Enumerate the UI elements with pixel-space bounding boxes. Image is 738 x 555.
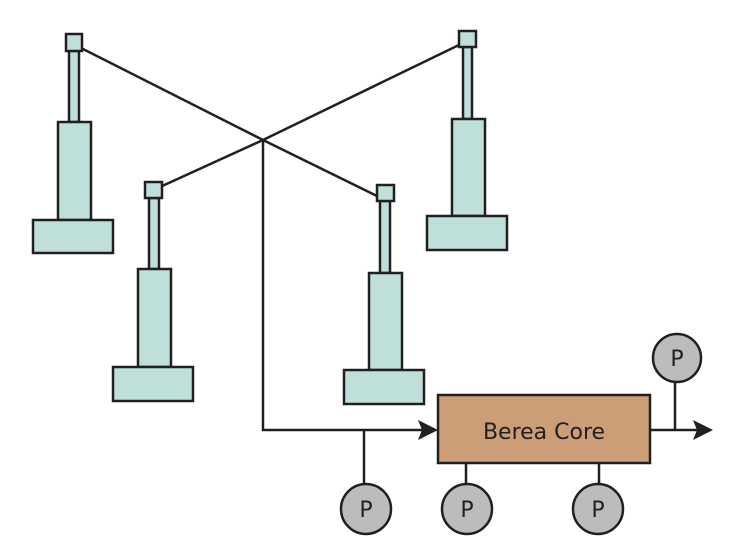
feed-line: [261, 140, 425, 432]
pump-2-body: [136, 267, 173, 369]
pump-1: [31, 32, 115, 255]
core-label: Berea Core: [483, 420, 605, 445]
pump-4-base: [425, 214, 509, 252]
gauge-circle: [651, 332, 703, 384]
pump-1-cap: [64, 32, 84, 53]
pressure-gauge-inlet: P: [339, 482, 393, 536]
gauge-circle: [571, 482, 625, 536]
feed-arrow-head: [418, 420, 438, 440]
core-box: [436, 393, 652, 465]
pressure-gauge-outlet: P: [651, 332, 703, 384]
pump-4-rod: [461, 45, 474, 121]
pump-4-body: [450, 117, 487, 218]
pump-3-base: [342, 368, 426, 406]
gauge-label: P: [460, 498, 473, 523]
pump-2: [111, 180, 195, 403]
line-pump-1-to-junction: [80, 46, 264, 142]
gauge-label: P: [359, 498, 372, 523]
pump-4-cap: [457, 29, 478, 49]
pump-2-rod: [147, 196, 161, 271]
pump-2-base: [111, 365, 195, 403]
gauge-circle: [339, 482, 393, 536]
line-pump-2-to-junction: [159, 138, 264, 189]
gauge-label: P: [670, 347, 683, 372]
line-pump-4-to-junction: [262, 42, 462, 142]
pump-1-body: [56, 120, 93, 222]
pump-3-rod: [378, 199, 392, 275]
pump-1-rod: [67, 49, 81, 124]
line-pump-3-to-junction: [262, 138, 380, 199]
pressure-gauge-core-inlet: P: [440, 482, 494, 536]
gauge-circle: [440, 482, 494, 536]
pump-3-body: [367, 271, 404, 372]
pump-2-cap: [143, 180, 164, 200]
pressure-gauge-core-outlet: P: [571, 482, 625, 536]
pump-3: [342, 183, 426, 406]
pump-3-cap: [375, 183, 396, 203]
gauge-label: P: [591, 498, 604, 523]
berea-core: Berea Core: [436, 393, 652, 465]
pump-4: [425, 29, 509, 252]
outlet-arrow-head: [693, 420, 713, 440]
pump-1-base: [31, 218, 115, 255]
